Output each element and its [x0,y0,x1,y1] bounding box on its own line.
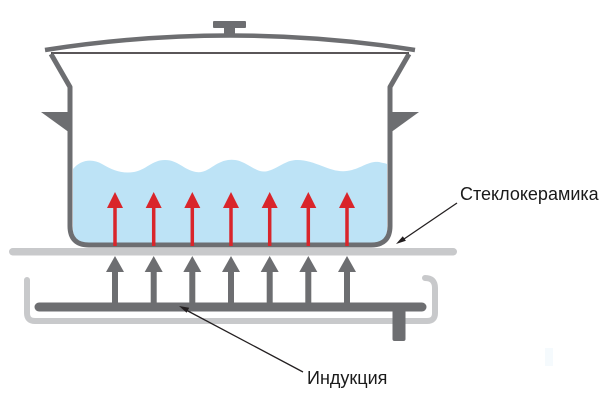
glass-ceramic-label-group: Стеклокерамика [396,184,600,244]
glass-ceramic-leader-line [403,202,458,240]
faint-smudge [545,348,553,366]
heat-arrow-icon [339,192,355,246]
pot-handle-left [41,112,70,133]
glass-ceramic-plate [9,248,457,256]
induction-label-group: Индукция [179,306,387,388]
field-arrow-icon [183,256,202,306]
field-arrow-icon [260,256,279,306]
coil-tray [24,275,438,324]
pot-handle-right [390,112,419,133]
heat-arrows [107,192,355,246]
induction-label: Индукция [307,368,387,388]
field-arrow-icon [338,256,356,306]
heat-arrow-icon [300,192,317,246]
pot-lid [44,33,416,53]
induction-arrowhead-icon [179,306,190,313]
coil-terminal [392,305,406,341]
heat-arrow-icon [145,192,162,246]
induction-leader-line [185,309,304,373]
field-arrow-icon [144,256,163,306]
field-arrows [106,256,356,306]
lid-knob [213,21,246,28]
heat-arrow-icon [184,192,201,246]
heat-arrow-icon [261,192,278,246]
glass-ceramic-label: Стеклокерамика [460,184,600,204]
glass-ceramic-arrowhead-icon [396,236,406,244]
field-arrow-icon [299,256,318,306]
lid-knob-stem [224,27,235,35]
heat-arrow-icon [223,192,239,246]
heat-arrow-icon [107,192,123,246]
field-arrow-icon [222,256,240,306]
field-arrow-icon [106,256,124,306]
